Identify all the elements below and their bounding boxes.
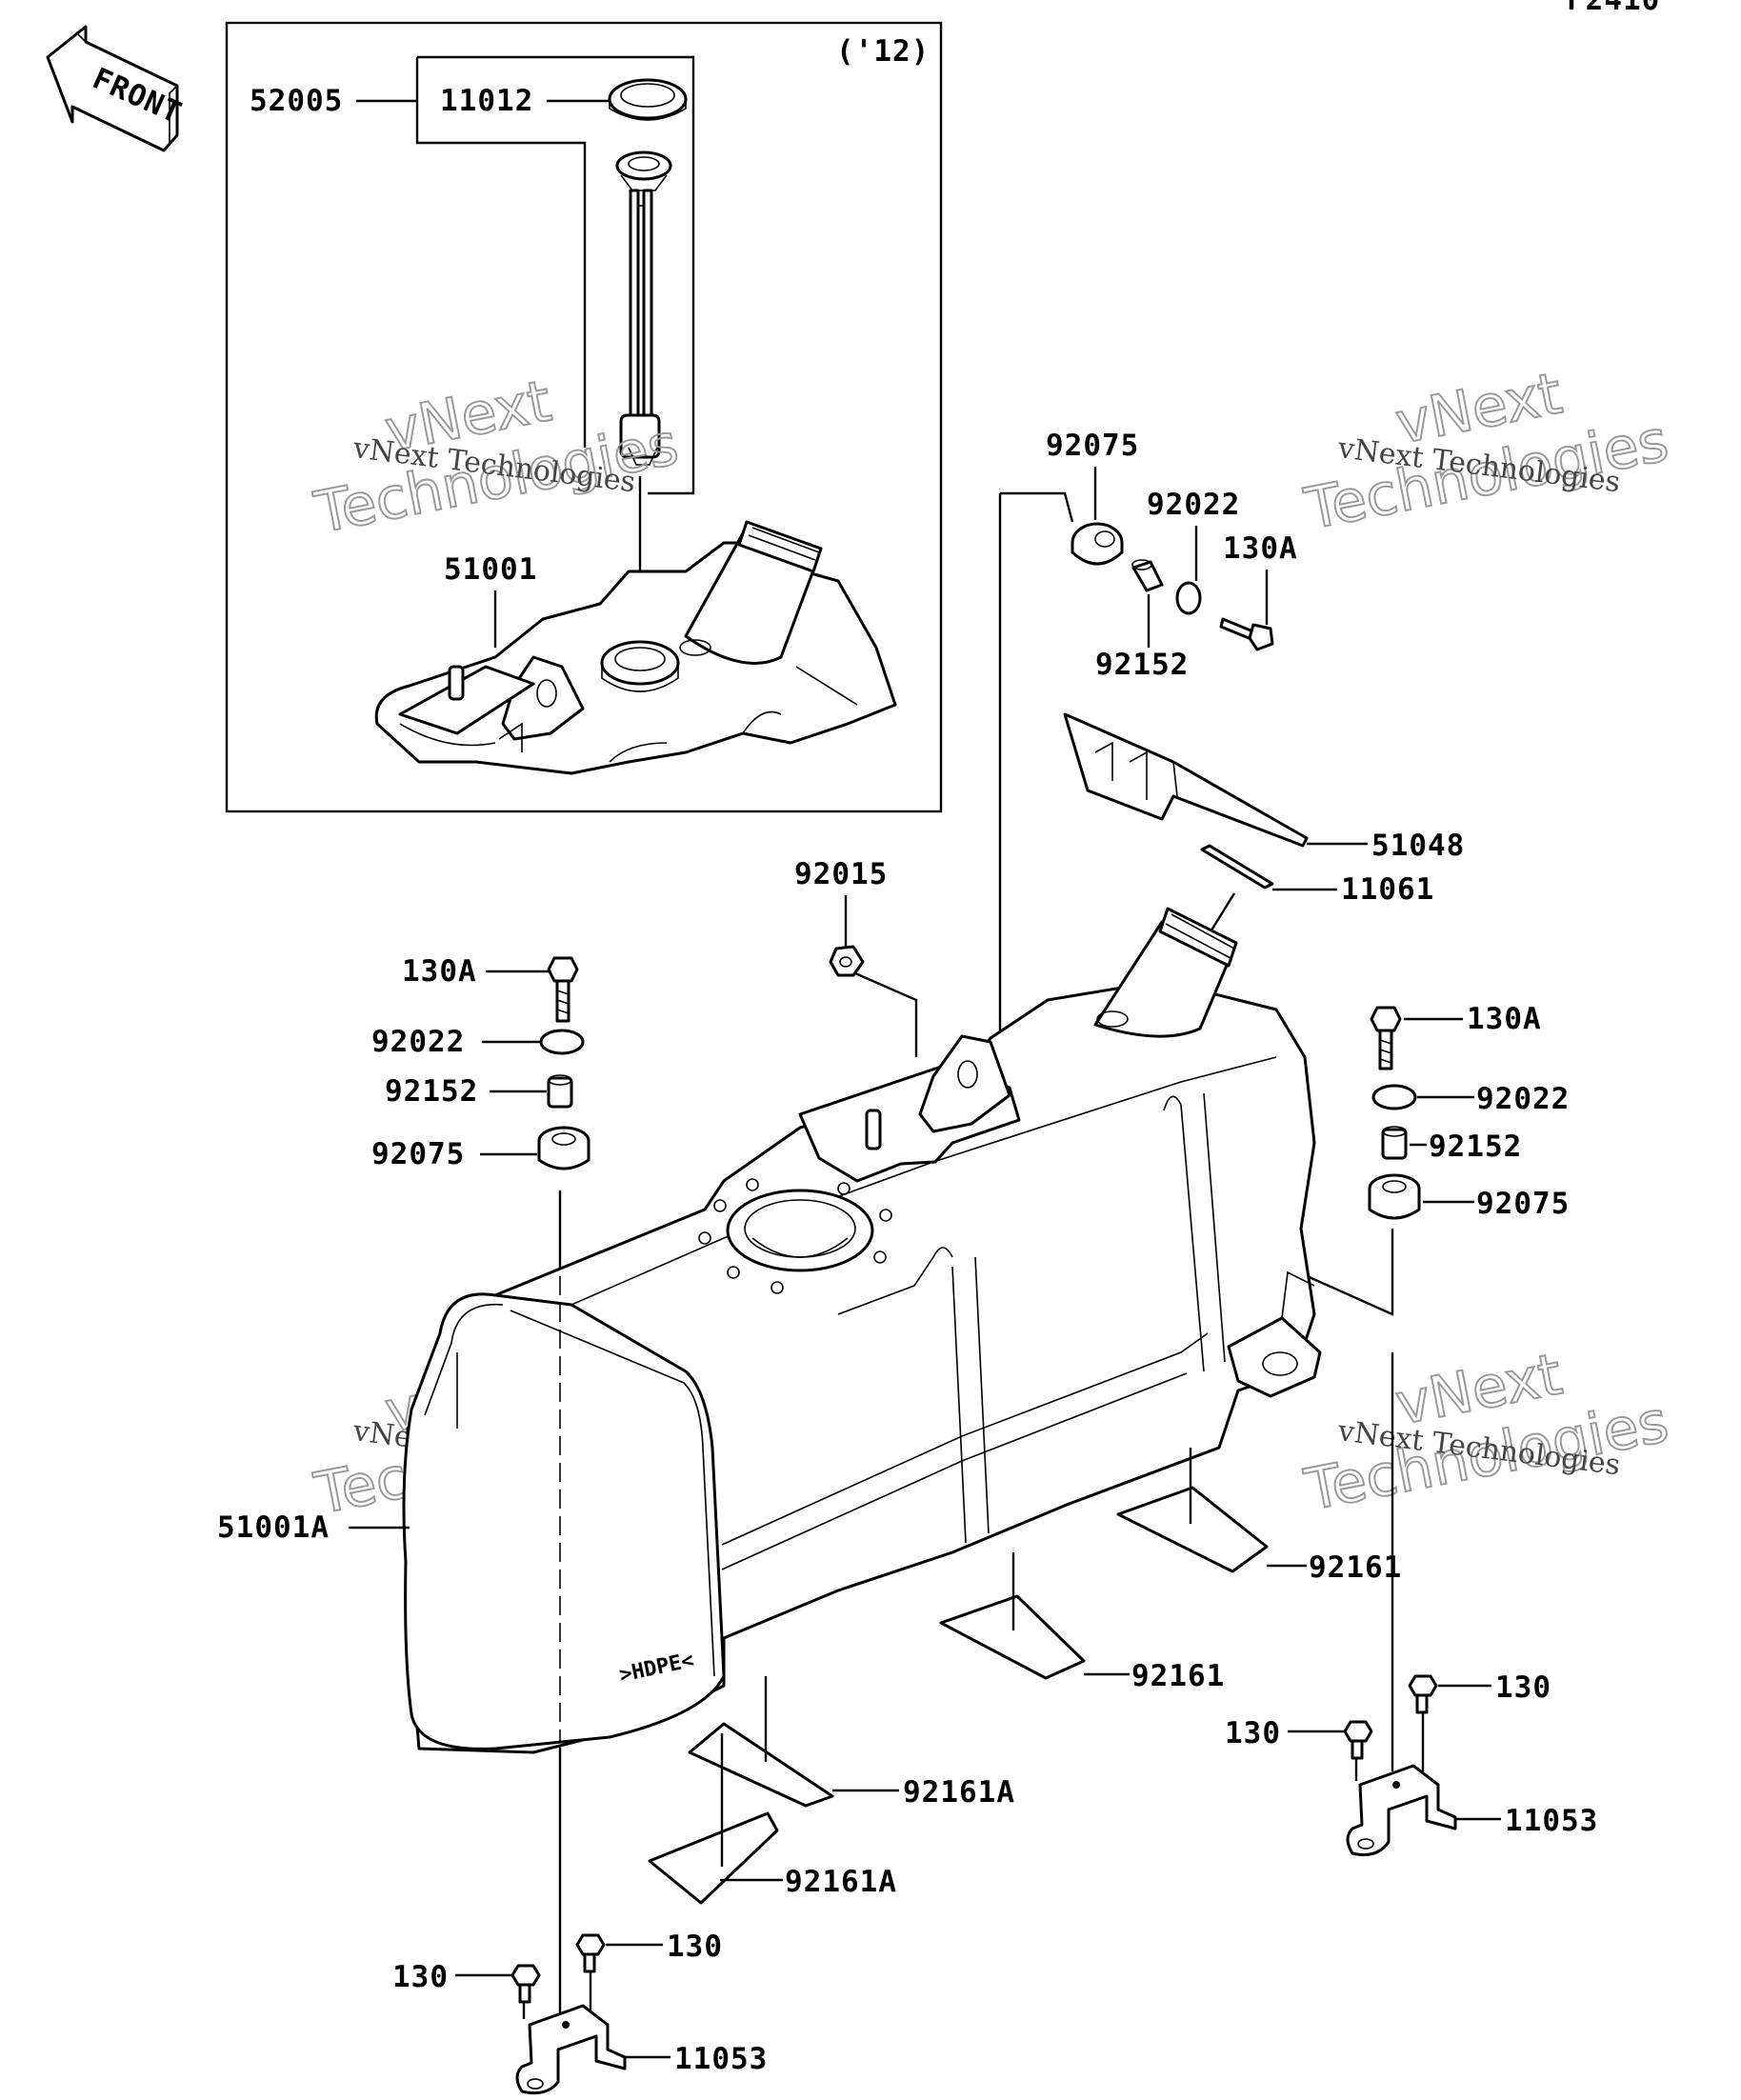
washer-left: [539, 1029, 585, 1055]
bolt-left: [547, 956, 579, 1023]
bolt-top: [1219, 617, 1274, 651]
bolt-130-left-lower: [510, 1964, 541, 2004]
label-92161A-a: 92161A: [903, 1775, 1015, 1810]
label-92161-b: 92161: [1131, 1659, 1225, 1693]
tank-pad-92161-lower: [939, 1594, 1086, 1680]
tank-pad-92161A-lower: [648, 1811, 779, 1905]
label-92075-left: 92075: [371, 1137, 465, 1171]
collar-right: [1381, 1126, 1408, 1160]
label-11053-right: 11053: [1505, 1804, 1598, 1838]
bolt-right: [1370, 1006, 1402, 1070]
inset-year: ('12): [836, 34, 930, 69]
washer-top: [1175, 581, 1202, 615]
tank-pad-92161-upper: [1116, 1486, 1269, 1573]
bolt-130-right-lower: [1343, 1720, 1373, 1760]
label-130A-right: 130A: [1467, 1002, 1542, 1036]
label-52005: 52005: [250, 84, 343, 118]
rubber-grommet-left: [537, 1126, 590, 1170]
page-code: F2410: [1567, 0, 1660, 17]
rubber-grommet-right: [1368, 1173, 1421, 1220]
washer-right: [1371, 1084, 1417, 1110]
label-92152-top: 92152: [1095, 648, 1189, 682]
label-92022-right: 92022: [1476, 1082, 1570, 1116]
label-130-left-2: 130: [392, 1960, 449, 1994]
label-130A-left: 130A: [402, 954, 477, 989]
bolt-130-left-upper: [575, 1933, 606, 1973]
nut-92015: [829, 945, 865, 977]
label-51048: 51048: [1371, 829, 1465, 863]
fuel-tank-upper-part: [374, 520, 897, 775]
fuel-level-sender-part: [615, 150, 672, 466]
label-92022-top: 92022: [1147, 488, 1240, 522]
rubber-grommet-top: [1071, 522, 1124, 566]
inset-frame: [225, 21, 943, 813]
label-92152-right: 92152: [1429, 1130, 1522, 1164]
label-92075-top: 92075: [1046, 429, 1139, 463]
bolt-130-right-upper: [1408, 1674, 1438, 1714]
label-11012: 11012: [440, 84, 533, 118]
label-92022-left: 92022: [371, 1025, 465, 1059]
label-130-right-2: 130: [1225, 1716, 1281, 1750]
tank-pad-92161A-upper: [688, 1722, 834, 1808]
label-11053-left: 11053: [674, 2042, 768, 2076]
collar-left: [547, 1074, 573, 1109]
label-92161A-b: 92161A: [785, 1865, 897, 1899]
collar-top: [1131, 559, 1164, 592]
label-11061: 11061: [1341, 872, 1434, 907]
mount-bracket-11053-left: [515, 2004, 627, 2095]
label-92015: 92015: [794, 857, 888, 891]
label-92161-a: 92161: [1309, 1550, 1402, 1585]
label-92075-right: 92075: [1476, 1187, 1570, 1221]
tank-protector-pad: [1063, 712, 1309, 848]
fuel-gauge-seal-part: [608, 78, 688, 121]
mount-bracket-11053-right: [1346, 1764, 1457, 1856]
fuel-tank-main: >HDPE<: [402, 907, 1322, 1754]
label-130A-top: 130A: [1223, 531, 1298, 566]
label-51001: 51001: [444, 552, 537, 587]
front-direction-arrow: FRONT: [46, 25, 187, 152]
label-130-left-1: 130: [667, 1930, 723, 1964]
label-92152-left: 92152: [385, 1074, 478, 1109]
label-130-right-1: 130: [1495, 1670, 1551, 1705]
label-51001A: 51001A: [217, 1510, 330, 1545]
filler-gasket-strip: [1200, 844, 1274, 890]
